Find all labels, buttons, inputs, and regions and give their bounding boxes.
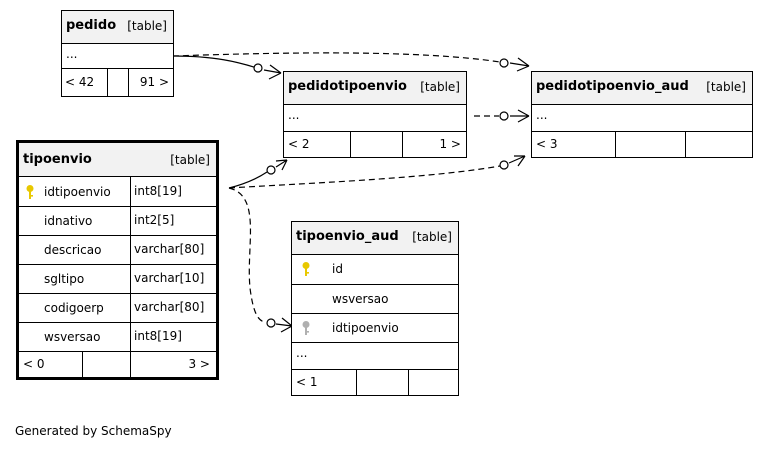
column-row-sgltipo[interactable]: sgltipo varchar[10] (19, 264, 216, 293)
column-type: int2[5] (134, 213, 175, 227)
relationship-row: < 42 91 > (62, 68, 173, 96)
column-row-codigoerp[interactable]: codigoerp varchar[80] (19, 293, 216, 322)
column-type: varchar[10] (134, 271, 205, 285)
column-type: varchar[80] (134, 300, 205, 314)
table-header: pedidotipoenvio_aud [table] (532, 72, 752, 104)
primary-key-icon (25, 184, 35, 203)
column-row-wsversao[interactable]: wsversao int8[19] (19, 322, 216, 351)
link-end-circle (266, 165, 276, 175)
table-tipoenvio[interactable]: tipoenvio [table] idtipoenvio int8[19] i… (16, 140, 219, 380)
parent-count[interactable]: < 0 (23, 357, 45, 371)
table-name: tipoenvio_aud (296, 229, 399, 244)
column-name: sgltipo (44, 272, 85, 286)
link-tipoenvio-tipoenvio-aud (228, 187, 267, 323)
ellipsis: ... (296, 346, 308, 360)
link-end-circle (253, 63, 263, 73)
link-pedido-pedidotipoenvio (172, 55, 258, 69)
column-row-idtipoenvio[interactable]: idtipoenvio (292, 313, 458, 342)
link-end-circle (499, 111, 509, 121)
column-type: int8[19] (134, 329, 182, 343)
table-tipoenvio-aud[interactable]: tipoenvio_aud [table] id wsversao idtipo… (291, 221, 459, 396)
link-crowfoot (275, 159, 288, 171)
link-tipoenvio-pedidotipoenvio-aud (228, 165, 501, 189)
table-tag: [table] (412, 230, 452, 244)
child-count[interactable]: 91 > (139, 75, 169, 89)
link-crowfoot (508, 155, 526, 167)
parent-count[interactable]: < 42 (65, 75, 95, 89)
column-name: idtipoenvio (332, 321, 399, 335)
ellipsis: ... (66, 47, 78, 61)
relationship-row: < 1 (292, 369, 458, 395)
ellipsis-row: ... (62, 43, 173, 68)
relationship-row: < 0 3 > (19, 351, 216, 377)
ellipsis-row: ... (532, 104, 752, 131)
relationship-row: < 2 1 > (284, 131, 466, 157)
child-count[interactable]: 3 > (188, 357, 210, 371)
table-pedidotipoenvio-aud[interactable]: pedidotipoenvio_aud [table] ... < 3 (531, 71, 753, 158)
column-type: int8[19] (134, 184, 182, 198)
table-tag: [table] (127, 19, 167, 33)
foreign-key-icon (301, 320, 311, 339)
column-row-idtipoenvio[interactable]: idtipoenvio int8[19] (19, 176, 216, 206)
ellipsis-row: ... (292, 342, 458, 369)
table-tag: [table] (170, 153, 210, 167)
column-row-wsversao[interactable]: wsversao (292, 284, 458, 313)
column-name: wsversao (44, 330, 101, 344)
table-header: pedido [table] (62, 11, 173, 43)
primary-key-icon (301, 261, 311, 280)
table-name: pedidotipoenvio_aud (536, 79, 689, 94)
table-name: tipoenvio (23, 152, 92, 167)
parent-count[interactable]: < 2 (288, 137, 310, 151)
column-name: codigoerp (44, 301, 104, 315)
table-header: pedidotipoenvio [table] (284, 72, 466, 104)
column-row-id[interactable]: id (292, 254, 458, 284)
table-header: tipoenvio [table] (19, 143, 216, 176)
relationship-row: < 3 (532, 131, 752, 157)
column-name: id (332, 262, 343, 276)
link-crowfoot (275, 317, 293, 333)
child-count[interactable]: 1 > (439, 137, 461, 151)
column-name: idnativo (44, 214, 93, 228)
column-row-descricao[interactable]: descricao varchar[80] (19, 235, 216, 264)
link-crowfoot (263, 64, 282, 80)
table-tag: [table] (420, 80, 460, 94)
ellipsis: ... (288, 108, 300, 122)
link-crowfoot (510, 109, 530, 123)
column-name: wsversao (332, 292, 389, 306)
table-header: tipoenvio_aud [table] (292, 222, 458, 254)
column-name: idtipoenvio (44, 185, 111, 199)
table-name: pedido (66, 18, 117, 33)
table-pedido[interactable]: pedido [table] ... < 42 91 > (61, 10, 174, 97)
column-type: varchar[80] (134, 242, 205, 256)
link-end-circle (499, 58, 509, 68)
ellipsis: ... (536, 108, 548, 122)
link-pedido-pedidotipoenvio-aud (172, 52, 501, 63)
table-pedidotipoenvio[interactable]: pedidotipoenvio [table] ... < 2 1 > (283, 71, 467, 158)
table-name: pedidotipoenvio (288, 79, 407, 94)
ellipsis-row: ... (284, 104, 466, 131)
column-row-idnativo[interactable]: idnativo int2[5] (19, 206, 216, 235)
generated-by-footer: Generated by SchemaSpy (15, 424, 172, 438)
column-name: descricao (44, 243, 102, 257)
link-end-circle (499, 160, 509, 170)
parent-count[interactable]: < 1 (296, 375, 318, 389)
link-end-circle (266, 318, 276, 328)
table-tag: [table] (706, 80, 746, 94)
link-tipoenvio-pedidotipoenvio (228, 171, 268, 189)
parent-count[interactable]: < 3 (536, 137, 558, 151)
link-crowfoot (509, 57, 530, 72)
